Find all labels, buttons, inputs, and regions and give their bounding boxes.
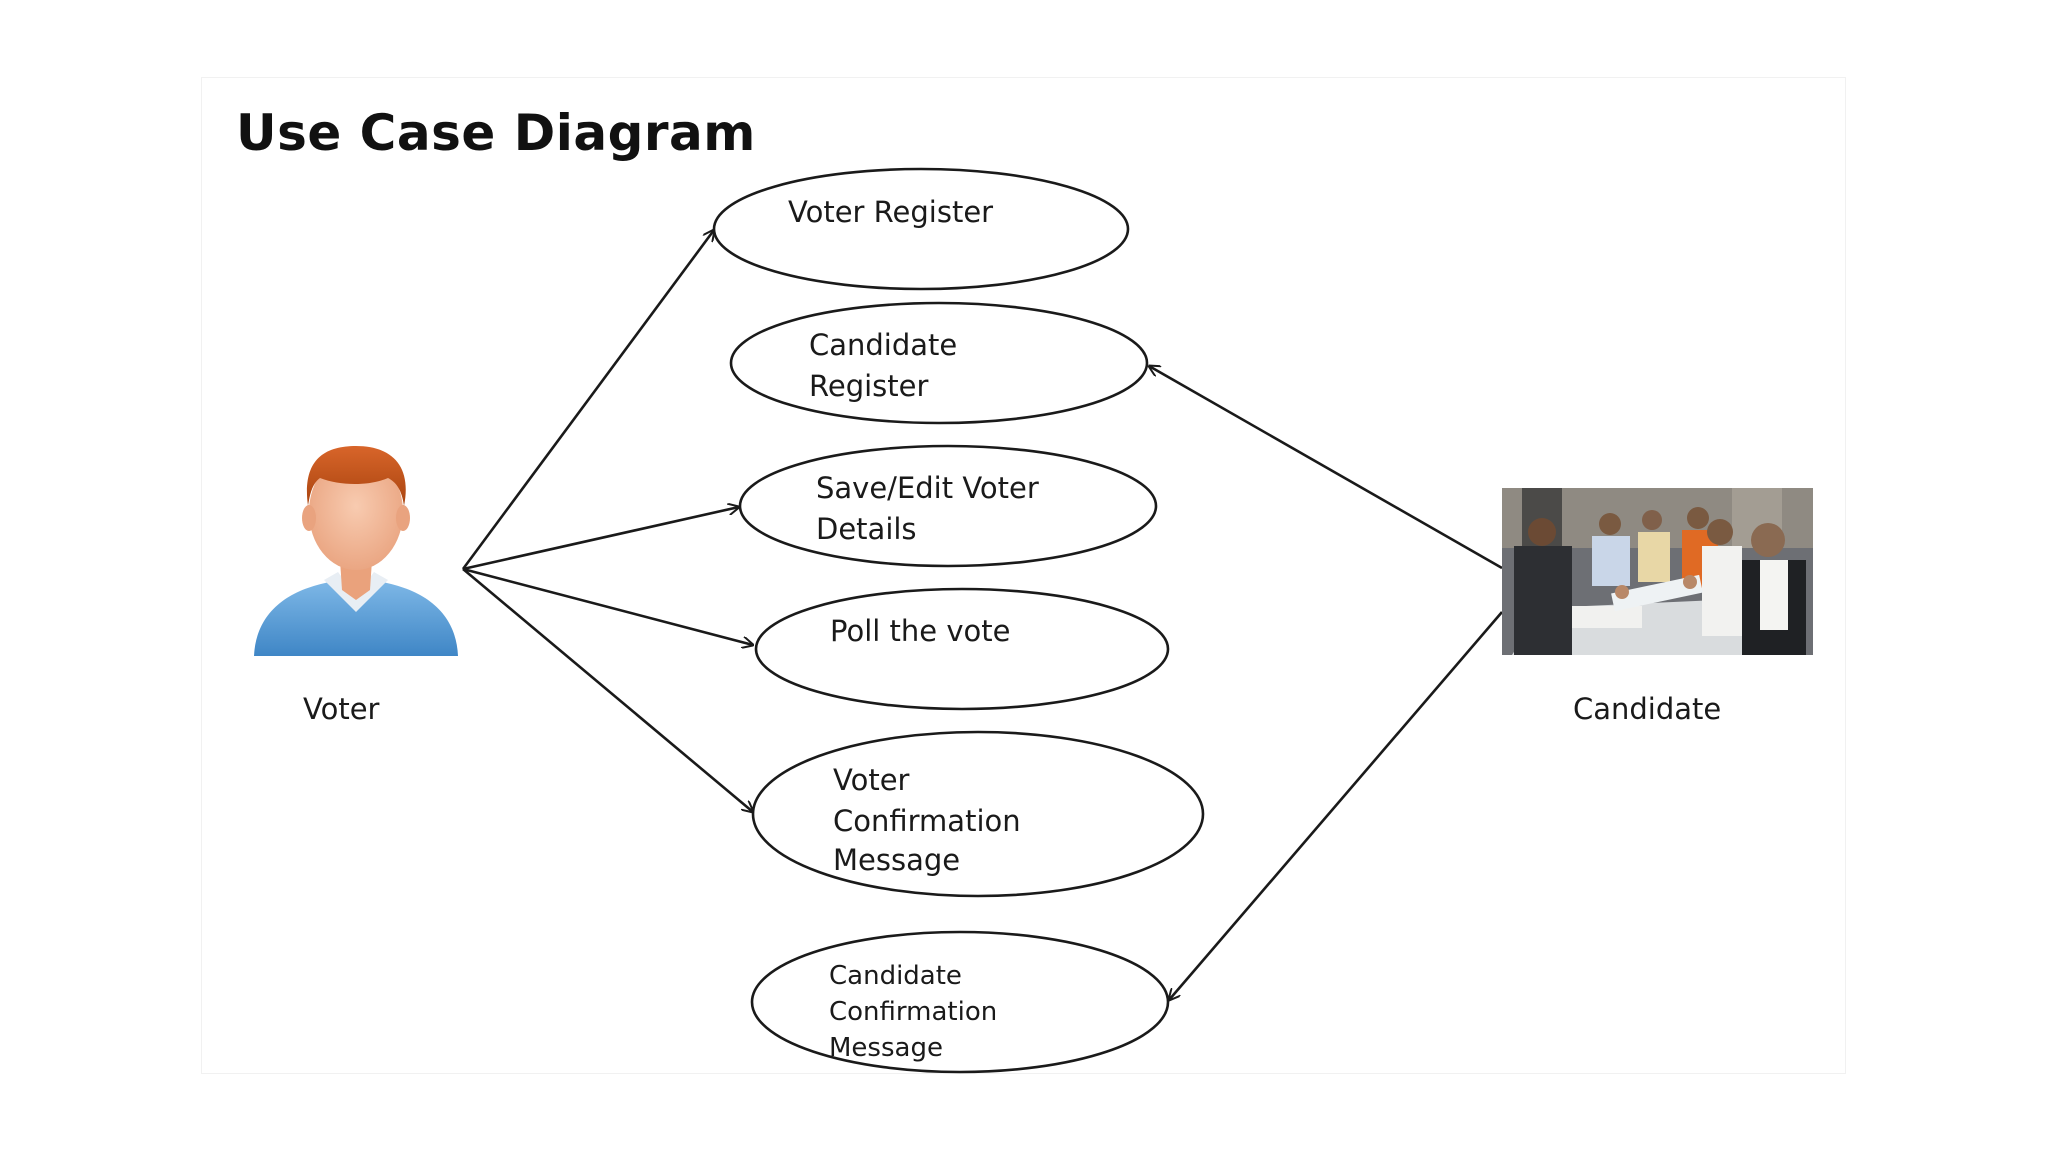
use-case-label: Voter (833, 763, 910, 797)
use-case-candidate-confirmation-message (750, 930, 1170, 1074)
use-case-label: Candidate (809, 328, 957, 362)
use-case-label: Poll the vote (830, 614, 1010, 648)
use-case-label: Register (809, 369, 928, 403)
assoc-candidate-confirmation (1169, 611, 1503, 1000)
use-case-label: Confirmation (833, 804, 1021, 838)
assoc-candidate-register (1149, 366, 1503, 570)
use-case-label: Save/Edit Voter (816, 471, 1039, 505)
use-case-voter-confirmation-message (751, 730, 1205, 898)
use-case-label: Confirmation (829, 997, 997, 1027)
use-case-poll-the-vote (754, 587, 1170, 711)
voter-actor-label: Voter (303, 692, 380, 726)
use-case-label: Voter Register (788, 195, 993, 229)
use-case-voter-register (712, 167, 1130, 291)
candidate-actor-label: Candidate (1573, 692, 1721, 726)
assoc-voter-register (461, 230, 714, 570)
assoc-voter-confirmation (462, 568, 753, 812)
use-case-candidate-register (729, 301, 1149, 425)
use-case-label: Candidate (829, 961, 962, 991)
use-case-label: Message (833, 843, 960, 877)
assoc-voter-save-edit (462, 507, 739, 571)
use-case-label: Details (816, 512, 917, 546)
diagram-title: Use Case Diagram (236, 104, 756, 162)
candidate-photo (1502, 488, 1813, 655)
use-case-label: Message (829, 1033, 943, 1063)
assoc-voter-poll (462, 567, 753, 645)
person-icon (254, 446, 458, 656)
use-case-save-edit-voter-details (738, 444, 1158, 568)
